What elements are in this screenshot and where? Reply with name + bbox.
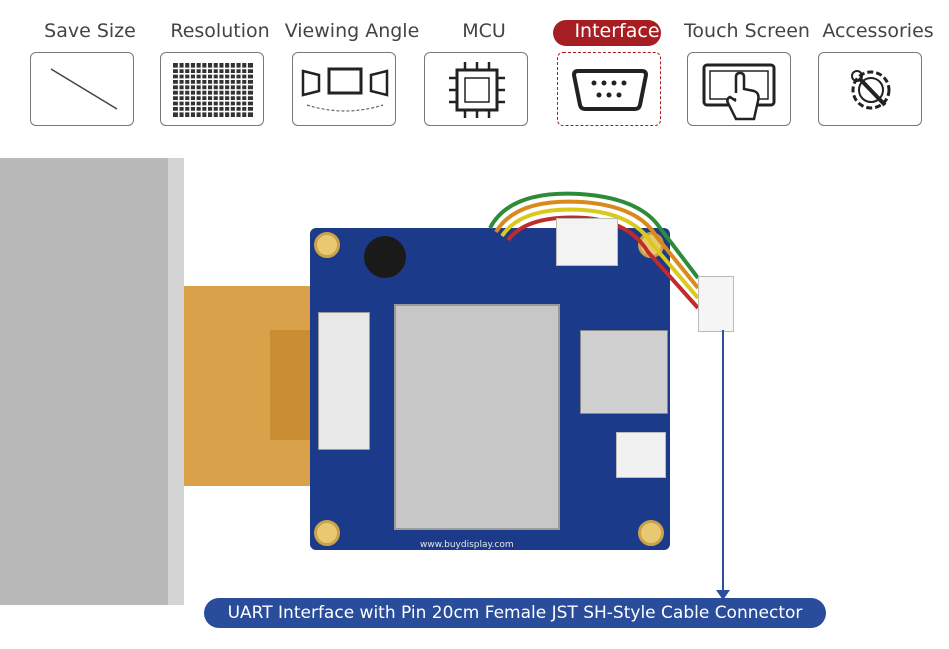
tab-accessories[interactable]: Accessories [818,20,938,130]
tab-label: Resolution [170,20,270,42]
fpc-connector [318,312,370,450]
power-connector [616,432,666,478]
jst-connector [698,276,734,332]
pixel-grid-icon [160,52,264,126]
monitor-angle-icon [292,52,396,126]
callout-arrow-icon [716,590,730,600]
lcd-panel [0,158,184,605]
active-tab-pill [553,20,661,46]
tab-viewing-angle[interactable]: Viewing Angle [285,20,419,130]
touch-hand-icon [687,52,791,126]
sd-card-slot [580,330,668,414]
tab-label: Save Size [44,20,136,42]
gear-wrench-icon [818,52,922,126]
tab-touch-screen[interactable]: Touch Screen [684,20,810,130]
mount-hole [638,520,664,546]
mount-hole [314,232,340,258]
tab-mcu[interactable]: MCU [424,20,544,130]
chip-icon [424,52,528,126]
buzzer [364,236,406,278]
tab-label: Touch Screen [684,20,810,42]
tab-label: Viewing Angle [284,20,420,42]
tab-interface[interactable]: Interface [553,20,677,130]
serial-port-icon [557,52,661,126]
callout-line [722,330,724,592]
lcd-panel-edge [168,158,184,605]
board-url: www.buydisplay.com [420,540,514,550]
tab-save-size[interactable]: Save Size [30,20,150,130]
tab-resolution[interactable]: Resolution [160,20,280,130]
tab-label: MCU [462,20,506,42]
diagonal-line-icon [30,52,134,126]
shield-can [394,304,560,530]
feature-tab-bar: Save Size Resolution Viewing Angle [0,0,949,140]
uart-header [556,218,618,266]
mount-hole [314,520,340,546]
interface-caption: UART Interface with Pin 20cm Female JST … [204,598,826,628]
tab-label: Accessories [822,20,934,42]
tab-label: Interface [574,20,660,42]
